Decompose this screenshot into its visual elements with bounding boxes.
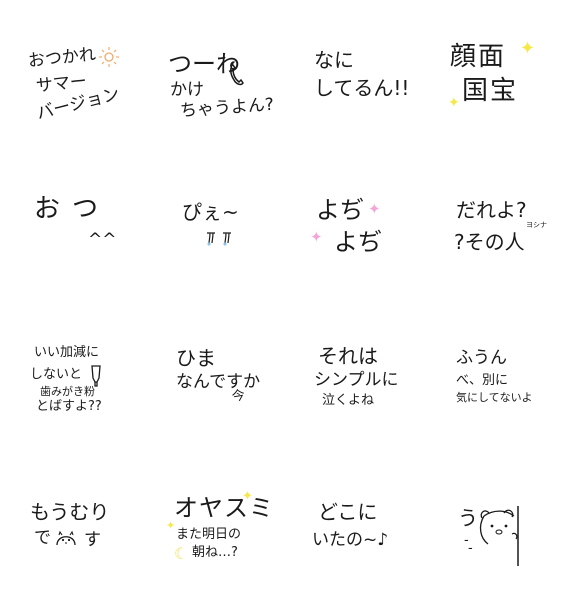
sticker-doko-ni[interactable]: どこに いたの~♪ — [280, 450, 420, 600]
sticker-line: 顔面 — [450, 42, 507, 72]
sticker-line: - — [464, 533, 469, 548]
sticker-nani-shiteru[interactable]: なに してるん!! — [280, 0, 420, 150]
sticker-sore-wa-simple[interactable]: それは シンプルに 泣くよね — [280, 300, 420, 450]
phone-icon — [230, 61, 244, 86]
sticker-line: それは — [318, 344, 378, 368]
sun-icon — [99, 47, 119, 67]
sticker-line: してるん!! — [314, 76, 410, 100]
sparkle-star-icon: ✦ — [166, 519, 176, 532]
moon-icon: ☾ — [174, 544, 189, 563]
peeking-bear-icon — [479, 506, 519, 566]
sticker-line: よぢ — [316, 196, 364, 224]
sticker-line: おつかれ — [27, 44, 97, 72]
sticker-line: べ、別に — [456, 373, 509, 388]
sticker-tsuuwa[interactable]: つーわ かけ ちゃうよん? — [140, 0, 280, 150]
sticker-line: もうむり — [30, 500, 110, 524]
sticker-line: ?その人 — [454, 230, 525, 254]
face-icon — [56, 530, 76, 546]
sticker-line: す — [84, 530, 101, 550]
sticker-dare-yo[interactable]: だれよ? ?その人 ヨシナ — [420, 150, 560, 300]
sticker-line: 今 — [230, 387, 247, 406]
sticker-line: つーわ — [168, 50, 240, 78]
sticker-line: かけ — [170, 80, 204, 100]
sticker-peeking-bear[interactable]: う - - — [420, 450, 560, 600]
pink-star-icon: ✦ — [368, 200, 381, 218]
sticker-line: どこに — [318, 500, 378, 524]
sticker-line: ふうん — [456, 348, 507, 368]
sticker-line: で — [34, 528, 51, 548]
sticker-line: オヤスミ — [174, 494, 274, 522]
pink-star-icon: ✦ — [310, 228, 323, 246]
sticker-line: とばすよ?? — [36, 399, 102, 414]
sticker-yoji-yoji[interactable]: よぢ よぢ ✦ ✦ — [280, 150, 420, 300]
sticker-line: 朝ね…? — [192, 545, 238, 560]
sticker-fuun[interactable]: ふうん べ、別に 気にしてないよ — [420, 300, 560, 450]
sticker-line: なんですか — [176, 372, 261, 392]
sticker-line: シンプルに — [314, 370, 399, 390]
sticker-line: なに — [314, 48, 354, 72]
sparkle-star-icon: ✦ — [242, 489, 253, 504]
sticker-line: だれよ? — [456, 198, 527, 222]
sticker-line: ヨシナ — [526, 221, 547, 229]
sticker-line: ちゃうよん? — [179, 94, 275, 122]
sticker-line: 泣くよね — [322, 393, 375, 408]
sticker-line: また明日の — [176, 527, 242, 542]
sticker-pye[interactable]: ぴぇ~ — [140, 150, 280, 300]
sticker-iikagen-ni[interactable]: いい加減に しないと 歯みがき粉 とばすよ?? — [0, 300, 140, 450]
sticker-oyasumi[interactable]: オヤスミ また明日の 朝ね…? ✦ ✦ ☾ — [140, 450, 280, 600]
sticker-line: ぴぇ~ — [182, 200, 239, 224]
sticker-mou-muri[interactable]: もうむり で す — [0, 450, 140, 600]
sticker-otsu[interactable]: おつ ^^ — [0, 150, 140, 300]
sticker-line: 歯みがき粉 — [40, 385, 95, 398]
sticker-line: - — [468, 541, 473, 556]
sticker-line: 気にしてないよ — [456, 391, 533, 404]
sticker-line: よぢ — [334, 228, 382, 256]
sparkle-star-icon: ✦ — [448, 95, 460, 111]
sticker-line: 国宝 — [462, 76, 519, 106]
sticker-line: しないと — [30, 367, 83, 382]
sticker-hima[interactable]: ひま なんですか 今 — [140, 300, 280, 450]
sticker-otsukare-summer[interactable]: おつかれ サマー バージョン — [0, 0, 140, 150]
sticker-line: いたの~♪ — [312, 530, 389, 550]
sticker-ganmen-kokuhou[interactable]: 顔面 国宝 ✦ ✦ — [420, 0, 560, 150]
sticker-line: ^^ — [88, 230, 117, 250]
sticker-line: いい加減に — [34, 345, 100, 360]
sparkle-star-icon: ✦ — [520, 38, 536, 59]
toothpaste-icon — [91, 365, 101, 387]
sticker-line: おつ — [34, 194, 111, 224]
tears-icon — [207, 232, 231, 246]
sticker-line: う — [458, 506, 478, 530]
sticker-line: ひま — [176, 346, 216, 370]
